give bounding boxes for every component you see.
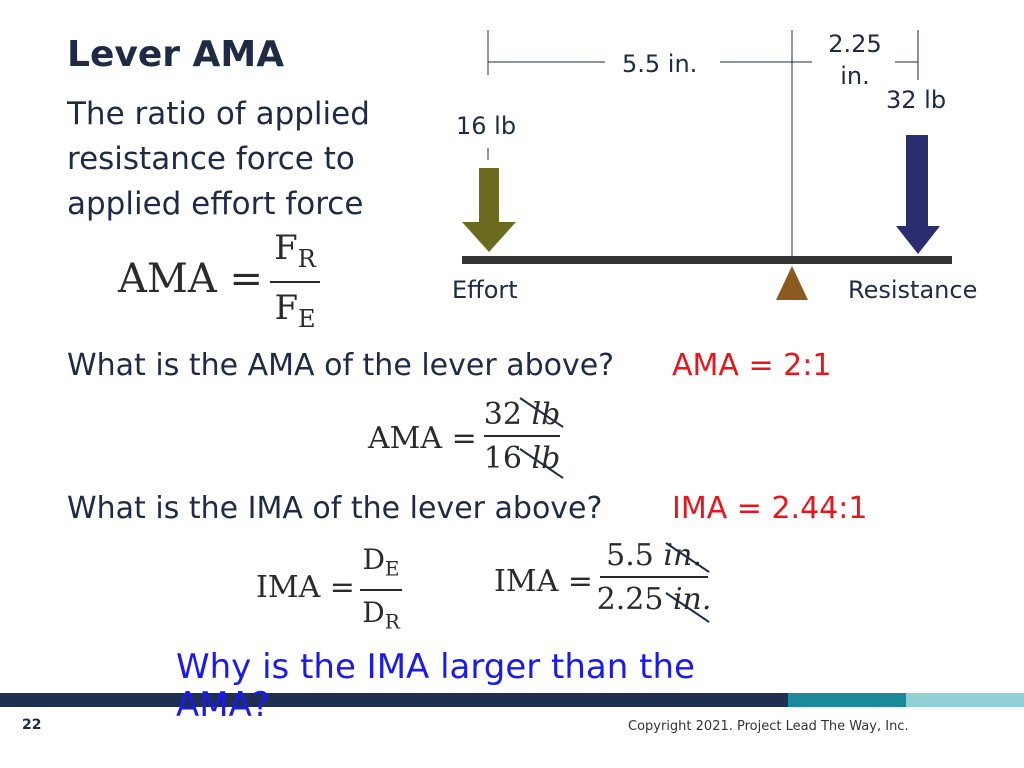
ama-calc-den-value: 16 xyxy=(483,441,522,476)
question-ama: What is the AMA of the lever above? xyxy=(67,348,615,383)
effort-label: Effort xyxy=(452,276,518,304)
effort-distance-label: 5.5 in. xyxy=(622,50,698,78)
effort-arrow xyxy=(462,168,516,252)
ima-formula: IMA = DE DR xyxy=(256,540,416,640)
fraction-bar xyxy=(600,576,708,578)
lever-diagram xyxy=(462,30,952,300)
answer-ima: IMA = 2.44:1 xyxy=(672,491,868,526)
ima-calculation: IMA = 5.5 in. 2.25 in. xyxy=(494,536,724,628)
ima-calc-lhs: IMA = xyxy=(494,564,593,599)
resistance-distance-label: 2.25 in. xyxy=(828,30,882,90)
lever-beam xyxy=(462,256,952,264)
resistance-arrow xyxy=(896,135,940,254)
ama-formula-fraction: FR FE xyxy=(270,226,320,344)
ama-calc-fraction: 32 lb 16 lb xyxy=(483,395,561,481)
ama-formula-lhs: AMA = xyxy=(118,256,263,302)
ama-formula-numerator: FR xyxy=(274,226,316,281)
ama-formula-num-subscript: R xyxy=(297,244,316,273)
ama-calc-denominator: 16 lb xyxy=(484,437,561,481)
slide-title: Lever AMA xyxy=(67,34,285,75)
slide-number: 22 xyxy=(22,717,42,733)
answer-ama: AMA = 2:1 xyxy=(672,348,832,383)
ama-calculation: AMA = 32 lb 16 lb xyxy=(368,395,578,485)
ama-formula-denominator: FE xyxy=(274,283,315,344)
ima-calc-den-value: 2.25 xyxy=(596,582,664,617)
ima-formula-den-subscript: R xyxy=(384,609,400,634)
ima-formula-num-symbol: D xyxy=(362,543,385,576)
footer-bar-navy xyxy=(0,693,788,707)
ima-calc-num-value: 5.5 xyxy=(606,538,654,573)
footer-bar-light xyxy=(906,693,1024,707)
ama-calc-num-value: 32 xyxy=(483,397,522,432)
ama-formula-num-symbol: F xyxy=(274,228,298,268)
ama-formula-den-subscript: E xyxy=(298,304,316,333)
fraction-bar xyxy=(360,588,402,591)
fulcrum-triangle xyxy=(776,266,808,300)
fraction-bar xyxy=(270,280,320,283)
ima-formula-den-symbol: D xyxy=(362,595,385,629)
resistance-force-label: 32 lb xyxy=(886,86,947,114)
ima-formula-denominator: DR xyxy=(362,591,400,644)
why-question: Why is the IMA larger than the AMA? xyxy=(176,647,695,725)
ima-calc-denominator: 2.25 in. xyxy=(597,578,712,622)
ama-formula: AMA = FR FE xyxy=(118,226,338,341)
resistance-label: Resistance xyxy=(848,276,978,304)
ama-formula-den-symbol: F xyxy=(274,287,299,328)
copyright-text: Copyright 2021. Project Lead The Way, In… xyxy=(628,719,909,734)
footer-bar-teal xyxy=(788,693,906,707)
ima-formula-lhs: IMA = xyxy=(256,570,355,605)
ama-calc-lhs: AMA = xyxy=(368,421,477,456)
question-ima: What is the IMA of the lever above? xyxy=(67,491,603,526)
ima-formula-numerator: DE xyxy=(362,540,399,589)
definition-text: The ratio of applied resistance force to… xyxy=(67,96,370,222)
effort-force-label: 16 lb xyxy=(456,112,517,140)
ima-formula-fraction: DE DR xyxy=(360,540,402,643)
ima-formula-num-subscript: E xyxy=(384,556,400,581)
fraction-bar xyxy=(484,435,560,437)
